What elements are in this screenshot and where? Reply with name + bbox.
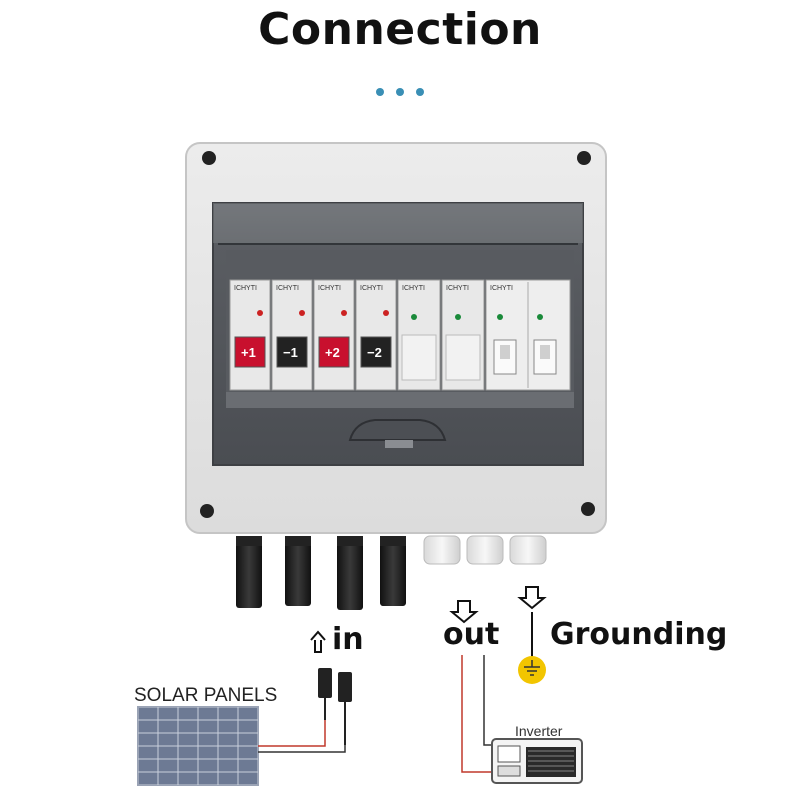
negative-wire <box>258 745 346 753</box>
screw-top-left <box>202 151 216 165</box>
breaker-module-1: ICHYTI +1 <box>229 279 271 391</box>
ground-arrow-icon <box>517 586 547 610</box>
ground-symbol-icon <box>518 656 546 684</box>
breaker-module-4: ICHYTI −2 <box>355 279 397 391</box>
breaker-label: −2 <box>367 345 382 360</box>
mc4-plug-icon <box>318 668 352 745</box>
output-positive-wire <box>461 655 492 773</box>
svg-text:ICHYTI: ICHYTI <box>490 285 513 292</box>
positive-wire <box>258 720 326 747</box>
breaker-module-3: ICHYTI +2 <box>313 279 355 391</box>
solar-panel <box>137 706 259 786</box>
brand-label: ICHYTI <box>318 285 341 292</box>
ac-breaker: ICHYTI <box>485 279 571 391</box>
grounding-label: Grounding <box>550 617 728 652</box>
screw-bottom-left <box>200 504 214 518</box>
in-arrow-icon <box>310 630 326 653</box>
brand-label: ICHYTI <box>234 285 257 292</box>
cable-glands <box>423 535 547 565</box>
spd-module-1: ICHYTI <box>397 279 441 391</box>
screw-bottom-right <box>581 502 595 516</box>
solar-panels-label: SOLAR PANELS <box>134 685 278 706</box>
page-title: Connection <box>258 4 542 55</box>
out-label: out <box>443 617 500 652</box>
screw-top-right <box>577 151 591 165</box>
decorative-dots <box>376 88 424 96</box>
breaker-label: +1 <box>241 345 256 360</box>
inverter <box>491 738 583 784</box>
out-arrow-icon <box>449 600 479 624</box>
cover-handle <box>348 419 447 441</box>
in-label: in <box>332 622 364 657</box>
svg-text:ICHYTI: ICHYTI <box>446 285 469 292</box>
brand-label: ICHYTI <box>360 285 383 292</box>
mc4-connectors <box>236 536 406 610</box>
breaker-label: −1 <box>283 345 298 360</box>
breaker-label: +2 <box>325 345 340 360</box>
breaker-module-2: ICHYTI −1 <box>271 279 313 391</box>
svg-text:ICHYTI: ICHYTI <box>402 285 425 292</box>
output-negative-wire <box>483 655 492 746</box>
spd-module-2: ICHYTI <box>441 279 485 391</box>
brand-label: ICHYTI <box>276 285 299 292</box>
inverter-label: Inverter <box>515 723 563 739</box>
